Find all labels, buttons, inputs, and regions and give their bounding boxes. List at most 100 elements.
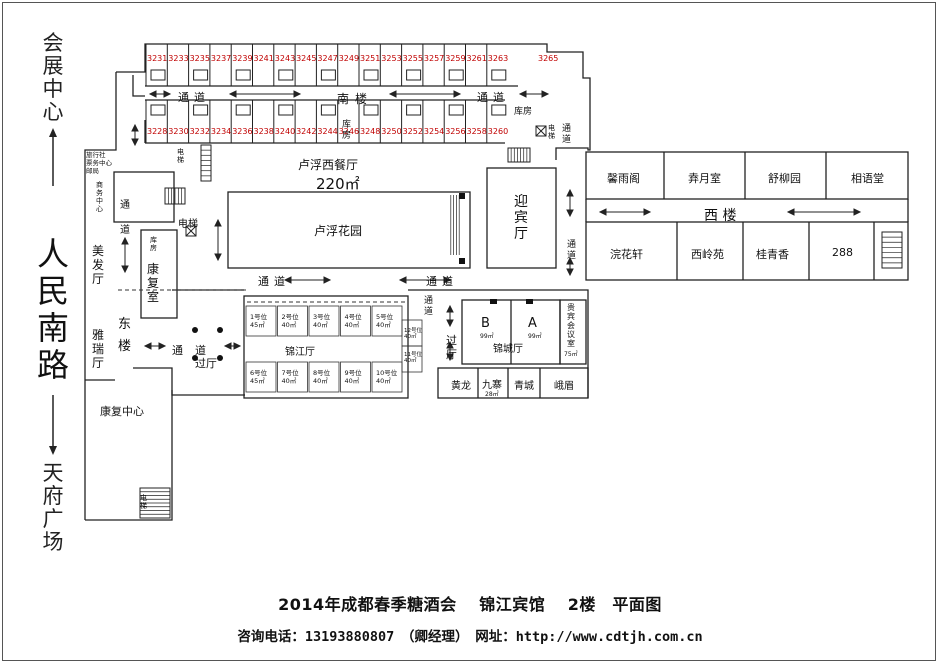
booth-label: 2号位 40㎡ — [281, 313, 299, 329]
booth-label: 6号位 45㎡ — [250, 369, 268, 385]
room-number-top: 3231 — [147, 54, 167, 63]
label-shuliuyuan: 舒柳园 — [768, 172, 801, 185]
room-number-top: 3255 — [403, 54, 423, 63]
label-corridor-lower: 通道 — [172, 344, 218, 357]
booth-label: 8号位 40㎡ — [313, 369, 331, 385]
room-number-top: 3247 — [317, 54, 337, 63]
room-number-top: 3265 — [538, 54, 558, 63]
label-jiuzhai-area: 28㎡ — [485, 391, 499, 398]
room-number-top: 3259 — [445, 54, 465, 63]
room-number-top: 3261 — [467, 54, 487, 63]
room-number-bottom: 3228 — [147, 127, 167, 136]
label-shengyueshi: 弆月室 — [688, 172, 721, 185]
room-number-top: 3237 — [211, 54, 231, 63]
room-number-bottom: 3248 — [360, 127, 380, 136]
room-number-top: 3233 — [168, 54, 188, 63]
label-xilingyuan: 西岭苑 — [691, 248, 724, 261]
label-room-288: 288 — [832, 246, 853, 259]
label-renmin-south-road: 人民南路 — [36, 235, 69, 384]
room-number-top: 3245 — [296, 54, 316, 63]
room-number-top: 3253 — [381, 54, 401, 63]
label-storage-narrow: 库 房 — [342, 120, 352, 141]
room-number-bottom: 3252 — [403, 127, 423, 136]
label-elevator-left: 电梯 — [177, 148, 184, 164]
label-qingcheng: 青城 — [514, 381, 534, 392]
label-west-building: 西 楼 — [704, 208, 737, 224]
room-number-top: 3257 — [424, 54, 444, 63]
booth-label: 9号位 40㎡ — [344, 369, 362, 385]
footer-contact: 咨询电话：13193880807 （卿经理） 网址：http://www.cdt… — [237, 629, 703, 645]
room-number-bottom: 3242 — [296, 127, 316, 136]
label-elevator-bottom: 电梯 — [140, 494, 147, 510]
room-number-bottom: 3240 — [275, 127, 295, 136]
room-number-top: 3263 — [488, 54, 508, 63]
booth-label: 1号位 45㎡ — [250, 313, 268, 329]
room-number-bottom: 3236 — [232, 127, 252, 136]
label-corridor-west-1: 通道 — [567, 240, 577, 261]
room-number-top: 3249 — [339, 54, 359, 63]
room-number-top: 3243 — [275, 54, 295, 63]
label-business-center: 商 务 中 心 — [96, 181, 103, 213]
label-emei: 峨眉 — [554, 381, 574, 392]
booth-label: 5号位 40㎡ — [376, 313, 394, 329]
room-number-bottom: 3246 — [339, 127, 359, 136]
booth-label: 3号位 40㎡ — [313, 313, 331, 329]
booth-label: 7号位 40㎡ — [281, 369, 299, 385]
room-number-bottom: 3232 — [190, 127, 210, 136]
label-yarui-hall: 雅 瑞 厅 — [92, 328, 105, 370]
booth-label: 4号位 40㎡ — [344, 313, 362, 329]
label-hall-b-area: 99㎡ — [480, 333, 494, 340]
label-xinyuge: 馨雨阁 — [607, 172, 640, 185]
room-number-bottom: 3260 — [488, 127, 508, 136]
label-welcome-hall: 迎 宾 厅 — [514, 194, 528, 242]
label-restaurant-area: 220㎡ — [316, 175, 360, 193]
label-vip-room: 贵 宾 会 议 室 — [567, 303, 575, 348]
label-corridor-east-south: 通道 — [562, 124, 572, 145]
label-passage-hall-right: 过厅 — [446, 334, 457, 361]
room-number-bottom: 3256 — [445, 127, 465, 136]
label-travel-agency: 旅行社 票务中心 邮局 — [86, 151, 112, 175]
label-nonghuaxuan: 浣花轩 — [610, 248, 643, 261]
booth-12: 12号位 40㎡ — [404, 328, 422, 340]
label-corridor-garden-left: 通道 — [258, 275, 290, 288]
label-salon: 美 发 厅 — [92, 244, 105, 286]
label-east-building: 东 楼 — [118, 317, 132, 354]
label-rehab-room: 康 复 室 — [147, 262, 160, 304]
label-tianfu-square: 天府广场 — [42, 461, 64, 554]
room-number-bottom: 3234 — [211, 127, 231, 136]
label-corridor-south-2: 通道 — [477, 91, 509, 104]
label-restaurant: 卢浮西餐厅 — [298, 158, 359, 172]
room-number-bottom: 3258 — [467, 127, 487, 136]
room-number-bottom: 3244 — [317, 127, 337, 136]
room-number-bottom: 3250 — [381, 127, 401, 136]
label-hall-a-area: 99㎡ — [528, 333, 542, 340]
label-hall-b: B — [481, 316, 490, 331]
label-corridor-west-south: 通道 — [120, 200, 130, 236]
label-storage-south: 库房 — [514, 107, 533, 117]
arrow-up-icon — [49, 128, 57, 186]
label-corridor-garden-right: 通道 — [426, 275, 458, 288]
label-xiangyutang: 相语堂 — [851, 172, 884, 185]
room-number-top: 3239 — [232, 54, 252, 63]
label-storage-left: 库 房 — [150, 236, 157, 252]
booth-label: 10号位 40㎡ — [376, 369, 398, 385]
label-guiqingxiang: 桂青香 — [756, 248, 789, 261]
footer-title: 2014年成都春季糖酒会 锦江宾馆 2楼 平面图 — [278, 595, 662, 614]
label-huanglong: 黄龙 — [451, 381, 471, 392]
label-rehab-center: 康复中心 — [100, 405, 144, 418]
label-corridor-south-1: 通道 — [178, 91, 210, 104]
label-vip-area: 75㎡ — [564, 351, 578, 358]
room-number-top: 3251 — [360, 54, 380, 63]
label-elevator-mid: 电梯 — [178, 219, 198, 230]
label-jinjiang-hall: 锦江厅 — [285, 347, 315, 358]
label-elevator-south: 电梯 — [548, 124, 555, 140]
room-number-bottom: 3230 — [168, 127, 188, 136]
arrow-down-icon — [49, 395, 57, 455]
room-number-bottom: 3238 — [254, 127, 274, 136]
label-jincheng-hall: 锦城厅 — [493, 344, 523, 355]
room-number-top: 3241 — [254, 54, 274, 63]
label-convention-center: 会展中心 — [42, 31, 64, 124]
label-south-building: 南楼 — [337, 92, 374, 106]
room-number-top: 3235 — [190, 54, 210, 63]
